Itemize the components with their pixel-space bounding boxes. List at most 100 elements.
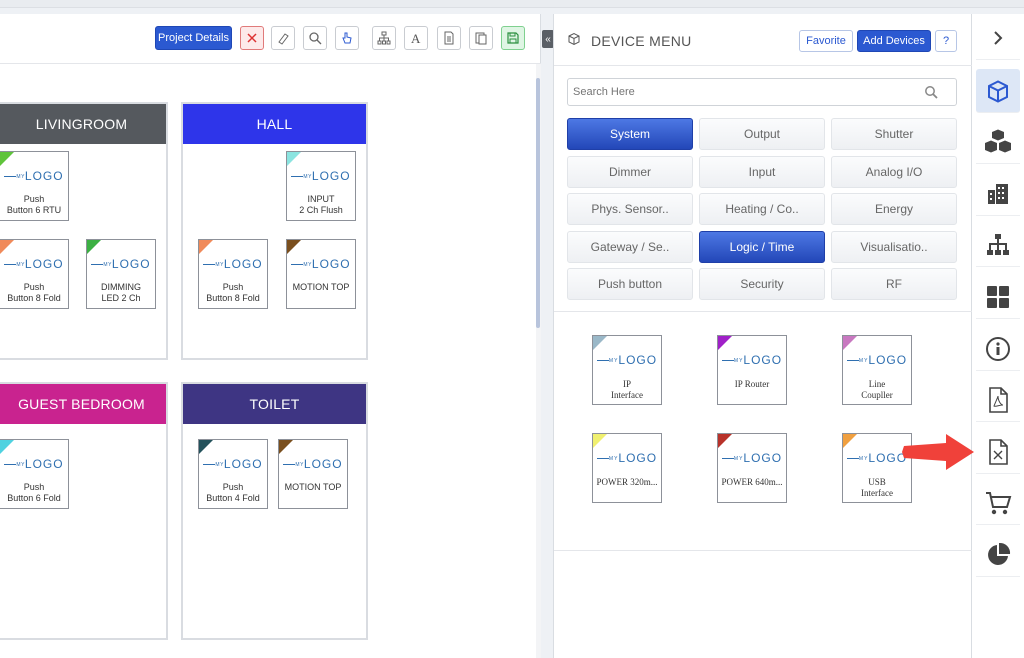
- sitemap-icon[interactable]: [976, 223, 1020, 267]
- eraser-icon[interactable]: [271, 26, 295, 50]
- text-tool-icon[interactable]: A: [404, 26, 428, 50]
- category-system[interactable]: System: [567, 118, 693, 150]
- device-color-corner: [593, 336, 607, 350]
- category-gateway[interactable]: Gateway / Se..: [567, 231, 693, 263]
- device-color-corner: [843, 336, 857, 350]
- project-details-button[interactable]: Project Details: [155, 26, 232, 50]
- cube-icon[interactable]: [976, 69, 1020, 113]
- save-icon[interactable]: [501, 26, 525, 50]
- excel-file-icon[interactable]: [976, 430, 1020, 474]
- room-livingroom[interactable]: LIVINGROOM: [0, 102, 168, 360]
- category-input[interactable]: Input: [699, 156, 825, 188]
- menu-device-tile[interactable]: MYLOGO POWER 640m...: [717, 433, 787, 503]
- device-color-corner: [87, 240, 101, 254]
- help-button[interactable]: ?: [935, 30, 957, 52]
- device-menu-title: DEVICE MENU: [591, 33, 692, 49]
- paste-icon[interactable]: [469, 26, 493, 50]
- building-icon[interactable]: [976, 172, 1020, 216]
- category-shutter[interactable]: Shutter: [831, 118, 957, 150]
- category-heating-cooling[interactable]: Heating / Co..: [699, 193, 825, 225]
- pdf-file-icon[interactable]: [976, 378, 1020, 422]
- mylogo-icon: MYLOGO: [87, 257, 155, 271]
- category-rf[interactable]: RF: [831, 268, 957, 300]
- chevron-right-icon[interactable]: [976, 16, 1020, 60]
- mylogo-icon: MYLOGO: [199, 257, 267, 271]
- favorite-button[interactable]: Favorite: [799, 30, 853, 52]
- room-toilet[interactable]: TOILET: [181, 382, 368, 640]
- device-label: POWER 320m...: [596, 477, 658, 487]
- room-hall[interactable]: HALL: [181, 102, 368, 360]
- room-guest-bedroom[interactable]: GUEST BEDROOM: [0, 382, 168, 640]
- category-dimmer[interactable]: Dimmer: [567, 156, 693, 188]
- search-icon[interactable]: [303, 26, 327, 50]
- mylogo-icon: MYLOGO: [0, 169, 68, 183]
- device-tile[interactable]: MYLOGO MOTION TOP: [286, 239, 356, 309]
- device-color-corner: [199, 440, 213, 454]
- shopping-cart-icon[interactable]: [976, 481, 1020, 525]
- device-color-corner: [843, 434, 857, 448]
- add-devices-button[interactable]: Add Devices: [857, 30, 931, 52]
- hierarchy-icon[interactable]: [372, 26, 396, 50]
- cubes-icon[interactable]: [976, 120, 1020, 164]
- category-logic-time[interactable]: Logic / Time: [699, 231, 825, 263]
- canvas-toolbar: Project Details A: [0, 14, 541, 64]
- mylogo-icon: MYLOGO: [279, 457, 347, 471]
- canvas-scrollbar-thumb[interactable]: [536, 78, 540, 328]
- pie-chart-icon[interactable]: [976, 533, 1020, 577]
- mylogo-icon: MYLOGO: [287, 257, 355, 271]
- svg-text:A: A: [411, 31, 421, 45]
- mylogo-icon: MYLOGO: [718, 451, 786, 465]
- category-energy[interactable]: Energy: [831, 193, 957, 225]
- category-security[interactable]: Security: [699, 268, 825, 300]
- search-icon[interactable]: [924, 85, 938, 104]
- device-color-corner: [0, 240, 14, 254]
- canvas-scrollbar-track[interactable]: [536, 64, 541, 658]
- device-label: MOTION TOP: [284, 482, 342, 492]
- device-label: POWER 640m...: [721, 477, 783, 487]
- document-icon[interactable]: [437, 26, 461, 50]
- room-title: TOILET: [183, 384, 366, 424]
- device-color-corner: [199, 240, 213, 254]
- search-input[interactable]: [568, 79, 908, 105]
- mylogo-icon: MYLOGO: [843, 451, 911, 465]
- project-canvas[interactable]: Project Details A LIVINGROOM: [0, 14, 541, 658]
- device-color-corner: [718, 336, 732, 350]
- device-tile[interactable]: MYLOGO MOTION TOP: [278, 439, 348, 509]
- device-label: IP Router: [734, 379, 770, 389]
- top-bar: [0, 0, 1024, 8]
- divider: [554, 311, 973, 312]
- device-color-corner: [0, 440, 14, 454]
- room-title: LIVINGROOM: [0, 104, 166, 144]
- menu-device-tile[interactable]: MYLOGO IP Router: [717, 335, 787, 405]
- category-phys-sensor[interactable]: Phys. Sensor..: [567, 193, 693, 225]
- device-color-corner: [718, 434, 732, 448]
- room-title: GUEST BEDROOM: [0, 384, 166, 424]
- hand-pointer-icon[interactable]: [335, 26, 359, 50]
- category-analog-io[interactable]: Analog I/O: [831, 156, 957, 188]
- category-output[interactable]: Output: [699, 118, 825, 150]
- category-push-button[interactable]: Push button: [567, 268, 693, 300]
- grid-icon[interactable]: [976, 275, 1020, 319]
- device-menu-panel: DEVICE MENU Favorite Add Devices ? Syste…: [553, 14, 973, 658]
- device-search-box[interactable]: [567, 78, 957, 106]
- category-visualisation[interactable]: Visualisatio..: [831, 231, 957, 263]
- menu-device-tile[interactable]: MYLOGO POWER 320m...: [592, 433, 662, 503]
- info-icon[interactable]: [976, 327, 1020, 371]
- collapse-panel-icon[interactable]: «: [542, 30, 554, 48]
- device-color-corner: [593, 434, 607, 448]
- divider: [554, 550, 973, 551]
- close-icon[interactable]: [240, 26, 264, 50]
